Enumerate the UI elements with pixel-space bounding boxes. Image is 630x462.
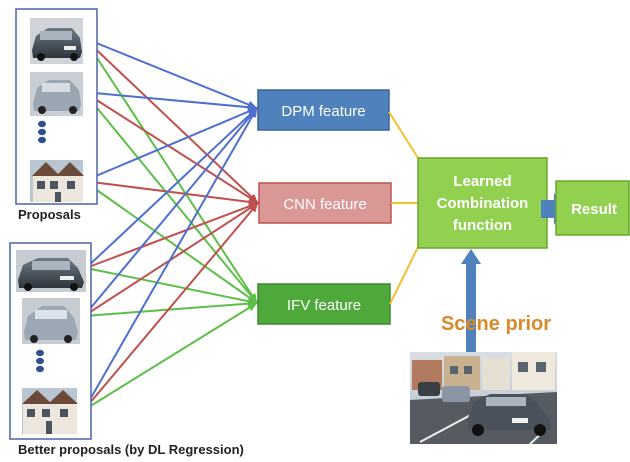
connection-line-ifv-1 [83,37,258,304]
arrowhead-cnn-6 [249,203,258,213]
result-label: Result [571,201,617,218]
feature-connections [83,37,259,411]
proposals-caption: Proposals [18,207,81,222]
connection-line-dpm-6 [83,107,258,411]
connection-line-dpm-1 [83,37,258,109]
scene-prior-image [410,352,557,445]
more-better-proposals-dots [36,349,44,373]
connection-line-ifv-6 [83,302,258,411]
arrowhead-dpm-6 [249,108,257,118]
more-proposals-dots [38,120,46,144]
ifv-feature-label: IFV feature [287,297,361,314]
connection-line-dpm-3 [83,107,258,182]
dpm-feature-box: DPM feature [257,89,390,131]
combination-connectors [388,111,419,305]
proposal-image-house [30,160,84,202]
proposal-image-car-dark [30,18,83,64]
proposals-panel [15,8,98,205]
connection-line-cnn-1 [83,37,259,204]
combination-label-line1: Learned [453,173,511,190]
scene-prior-arrow [461,249,481,358]
better-proposal-image-car-dark [16,250,86,292]
cnn-feature-box: CNN feature [258,182,392,224]
learned-combination-box: Learned Combination function [417,157,548,249]
proposal-image-car-silver [30,72,83,116]
cnn-feature-label: CNN feature [283,196,366,213]
better-proposals-caption: Better proposals (by DL Regression) [18,442,244,457]
better-proposal-image-house [22,388,78,434]
result-box: Result [555,180,630,236]
dpm-feature-label: DPM feature [281,103,365,120]
combination-label-line2: Combination [437,195,529,212]
connection-line-cnn-3 [83,180,259,204]
connection-line-dpm-5 [83,107,258,317]
arrowhead-ifv-6 [247,303,257,312]
connection-line-cnn-4 [85,202,259,269]
combination-label-line3: function [453,217,512,234]
connection-line-dpm-2 [83,91,258,109]
ifv-feature-box: IFV feature [257,283,391,325]
better-proposals-panel [9,242,92,440]
connection-line-dpm-4 [85,107,258,269]
connection-line-ifv-5 [83,302,258,317]
scene-prior-label: Scene prior [441,313,551,335]
connection-line-ifv-4 [85,267,258,304]
better-proposal-image-car-silver [22,298,80,344]
connection-line-cnn-2 [83,91,259,204]
connection-line-cnn-6 [83,202,259,411]
connection-line-ifv-3 [83,180,258,304]
connection-line-ifv-2 [83,91,258,304]
